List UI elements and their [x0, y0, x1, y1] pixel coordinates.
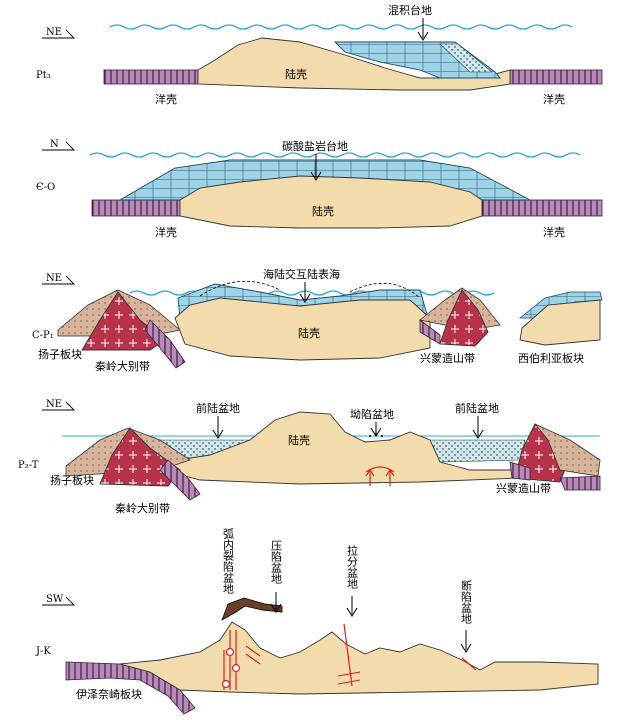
oceanic-crust-left [103, 69, 199, 85]
orogen-label-right: 兴蒙造山带 [496, 481, 551, 495]
direction-label: N [50, 139, 59, 150]
siberia-crust [519, 299, 601, 346]
basin-arrow-fault [460, 630, 472, 653]
feature-label: 海陆交互陆表海 [263, 267, 340, 281]
basin-label-compress: 压陷盆地 [270, 540, 283, 584]
continental-crust [164, 411, 521, 485]
stage-label: P₂-T [18, 460, 39, 471]
panel-jurassic-cretaceous: SW J-K 弧内裂陷盆地 压陷盆地 拉分盆地 断陷盆地 伊泽奈崎板块 [35, 527, 599, 715]
basin-arrow-pull [346, 596, 358, 617]
stage-label: Є-O [36, 182, 55, 193]
basin-arrow-left [212, 416, 224, 439]
basin-label-mid: 坳陷盆地 [350, 407, 394, 421]
block-label-left: 扬子板块 [38, 347, 82, 361]
ocean-label-left: 洋壳 [155, 225, 177, 239]
dolomite-wedge [439, 43, 493, 73]
ocean-label-left: 洋壳 [155, 92, 177, 106]
panel-cambrian-ordovician: N Є-O 碳酸盐岩台地 陆壳 洋壳 洋壳 [36, 139, 603, 239]
basin-label-arc: 弧内裂陷盆地 [222, 527, 235, 594]
sea-surface-wave [129, 290, 495, 296]
stage-label: Pt₃ [36, 70, 51, 81]
basin-label-right: 前陆盆地 [455, 401, 499, 415]
uplift-arrows [365, 466, 395, 486]
panel-permian-triassic: NE P₂-T 前陆盆地 陆壳 坳陷盆地 前陆盆地 扬子板块 秦岭大别带 兴蒙造… [18, 399, 601, 515]
direction-label: SW [46, 594, 64, 605]
oceanic-crust-right [509, 69, 603, 85]
arc-plume [221, 597, 283, 621]
subducting-slab-left [159, 459, 201, 501]
direction-label: NE [46, 399, 62, 410]
subducting-slab-right [419, 319, 441, 345]
basin-arrow-right [472, 416, 484, 439]
direction-label: NE [46, 27, 62, 38]
oceanic-crust-left [91, 199, 181, 217]
stage-label: J-K [35, 646, 51, 657]
panel-carboniferous-permian: NE C-P₁ 海陆交互陆表海 陆壳 扬子板块 秦岭大别带 兴蒙造山带 西伯利亚… [32, 267, 603, 373]
granite-pluton-left [81, 291, 166, 351]
oceanic-crust-right [481, 199, 603, 217]
continental-crust [179, 175, 483, 229]
ocean-label-right: 洋壳 [543, 92, 565, 106]
granite-pluton-left [99, 427, 181, 487]
subducting-slab-left [144, 319, 186, 369]
arch-dashed-right [349, 282, 421, 299]
basin-label-left: 前陆盆地 [196, 401, 240, 415]
foreland-basin-right-fill [429, 439, 526, 463]
magma-pockets [221, 647, 241, 689]
crust-label: 陆壳 [312, 204, 334, 218]
orogen-label-left: 秦岭大别带 [95, 359, 150, 373]
ocean-label-right: 洋壳 [543, 225, 565, 239]
panel-pt3: NE Pt₃ 混积台地 陆壳 洋壳 洋壳 [36, 3, 603, 106]
sea-surface-wave [89, 152, 581, 158]
depression-sediment [381, 435, 383, 437]
subducting-slab-right [509, 461, 531, 481]
sea-surface-wave [109, 24, 573, 30]
basin-label-fault: 断陷盆地 [460, 579, 473, 624]
granite-pluton-right [439, 289, 489, 347]
crust-label: 陆壳 [288, 433, 310, 447]
feature-arrow [417, 18, 429, 41]
orogen-label-right: 兴蒙造山带 [420, 351, 475, 365]
arch-dashed-left [199, 280, 281, 297]
pull-apart-arrows [337, 671, 361, 685]
feature-label: 混积台地 [388, 3, 432, 17]
direction-marker: SW [42, 594, 76, 606]
depression-sediment [369, 435, 371, 437]
direction-marker: NE [42, 399, 76, 411]
pull-apart-fault [343, 623, 353, 687]
feature-label: 碳酸盐岩台地 [282, 139, 348, 153]
feature-arrow [299, 282, 311, 303]
direction-marker: NE [42, 27, 76, 39]
basin-arrow-mid [370, 422, 382, 437]
block-label-left: 伊泽奈崎板块 [76, 687, 142, 701]
basin-arrow-compress [270, 592, 282, 613]
fault-basin-fault [461, 657, 477, 671]
stage-label: C-P₁ [32, 330, 54, 341]
continental-crust [119, 621, 599, 695]
direction-marker: NE [42, 273, 76, 285]
direction-marker: N [42, 139, 76, 151]
direction-label: NE [46, 273, 62, 284]
orogen-label-left: 秦岭大别带 [115, 501, 170, 515]
crust-label: 陆壳 [285, 67, 307, 81]
subducting-slab-far-right [559, 475, 601, 491]
fault-arrows-arc [245, 645, 261, 665]
block-label-right: 西伯利亚板块 [518, 351, 584, 365]
block-label-left: 扬子板块 [50, 473, 94, 487]
basin-label-pull: 拉分盆地 [346, 544, 359, 589]
feature-arrow [310, 154, 322, 181]
crust-label: 陆壳 [298, 326, 320, 340]
